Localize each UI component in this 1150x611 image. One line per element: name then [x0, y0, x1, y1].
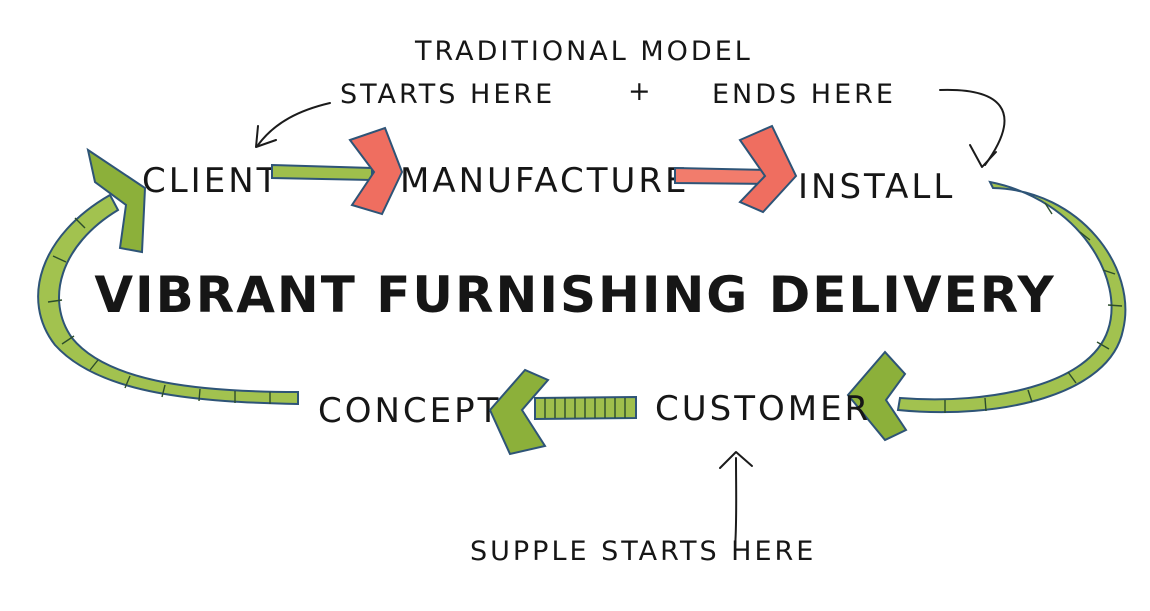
ends-here-label: ENDS HERE [712, 79, 896, 110]
node-customer: CUSTOMER [655, 389, 871, 429]
traditional-model-label: TRADITIONAL MODEL [414, 36, 753, 67]
supple-pointer [734, 457, 738, 549]
supple-pointer-head [719, 451, 753, 469]
starts-here-label: STARTS HERE [340, 79, 555, 110]
arrow-client-to-manufacture-shaft [271, 163, 373, 182]
arrow-customer-to-concept-hatching [544, 398, 626, 418]
diagram-title: VIBRANT FURNISHING DELIVERY [94, 266, 1055, 324]
loop-left-band [37, 193, 299, 406]
supple-starts-here-label: SUPPLE STARTS HERE [470, 536, 816, 567]
loop-left-ticks [47, 217, 271, 404]
node-client: CLIENT [142, 161, 280, 201]
starts-here-pointer-head [255, 125, 277, 148]
ends-here-pointer-head [969, 144, 997, 168]
arrow-concept-to-client-head [86, 147, 147, 254]
arrow-customer-to-concept-head [488, 368, 550, 456]
loop-right-band [896, 180, 1127, 414]
arrow-manufacture-to-install-head [738, 124, 798, 214]
arrow-manufacture-to-install-shaft [674, 166, 771, 186]
node-install: INSTALL [798, 167, 955, 207]
ends-here-pointer [939, 88, 1006, 166]
arrow-install-to-customer-head [846, 350, 908, 442]
plus-sign: + [628, 76, 654, 107]
node-manufacture: MANUFACTURE [400, 161, 690, 201]
starts-here-pointer [257, 102, 331, 146]
loop-right-ticks [944, 202, 1123, 413]
arrow-client-to-manufacture-head [348, 126, 404, 216]
node-concept: CONCEPT [318, 391, 501, 431]
